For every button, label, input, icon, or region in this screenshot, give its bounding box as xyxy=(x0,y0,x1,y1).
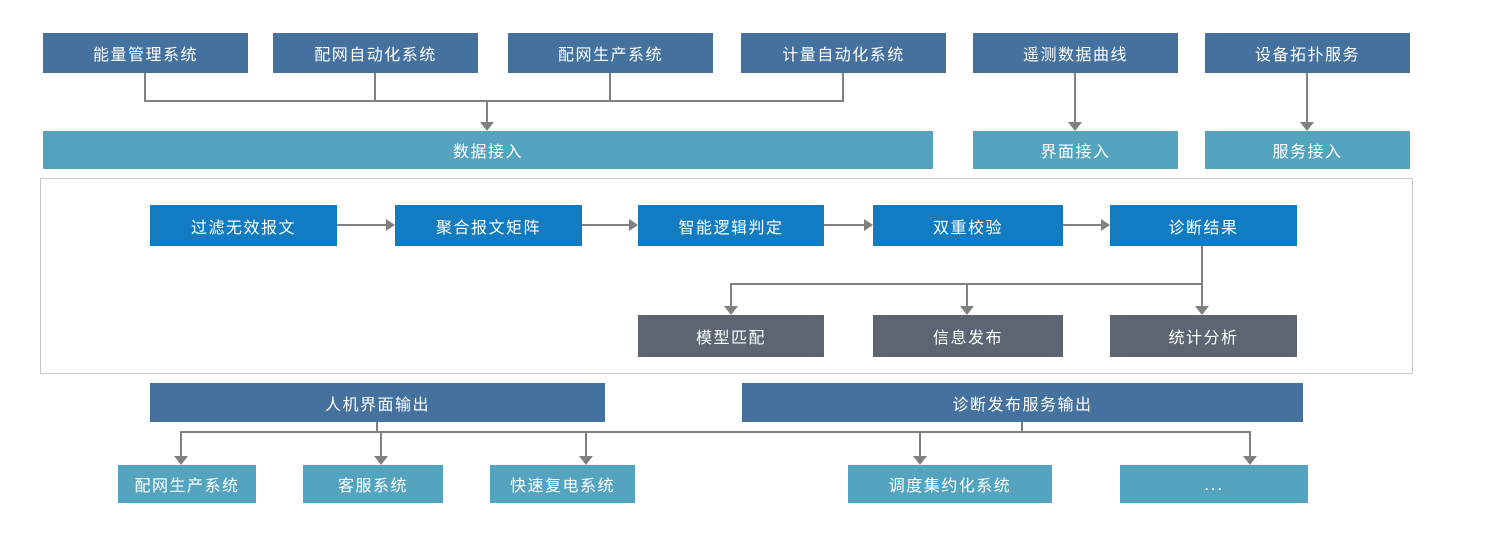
arrow-right-icon xyxy=(629,219,638,231)
arrow-down-icon xyxy=(913,456,927,465)
node-consumer-customer-service: 客服系统 xyxy=(303,465,443,503)
node-source-device-topology: 设备拓扑服务 xyxy=(1205,33,1410,73)
connector-consumer3-drop xyxy=(585,431,587,456)
node-source-dist-automation: 配网自动化系统 xyxy=(273,33,478,73)
node-statistical-analysis: 统计分析 xyxy=(1110,315,1297,357)
arrow-down-icon xyxy=(724,306,738,315)
connector-info-drop xyxy=(966,283,968,306)
node-consumer-dispatch-intensive: 调度集约化系统 xyxy=(848,465,1052,503)
node-source-telemetry-curve: 遥测数据曲线 xyxy=(973,33,1178,73)
connector-pipe-4-5 xyxy=(1063,224,1101,226)
node-intelligent-logic-judgment: 智能逻辑判定 xyxy=(638,205,824,246)
connector-consumer1-drop xyxy=(180,431,182,456)
connector-hmi-stub xyxy=(376,422,378,433)
node-aggregate-message-matrix: 聚合报文矩阵 xyxy=(395,205,582,246)
node-double-verification: 双重校验 xyxy=(873,205,1063,246)
arrow-down-icon xyxy=(1195,306,1209,315)
node-filter-invalid-messages: 过滤无效报文 xyxy=(150,205,337,246)
arrow-down-icon xyxy=(960,306,974,315)
node-data-access: 数据接入 xyxy=(43,131,933,169)
arrow-down-icon xyxy=(1300,122,1314,131)
node-source-dist-production: 配网生产系统 xyxy=(508,33,713,73)
node-model-matching: 模型匹配 xyxy=(638,315,824,357)
arrow-down-icon xyxy=(374,456,388,465)
node-source-energy-mgmt: 能量管理系统 xyxy=(43,33,248,73)
connector-data-access-drop xyxy=(486,100,488,122)
node-consumer-dist-production: 配网生产系统 xyxy=(118,465,256,503)
connector-consumers-bus xyxy=(180,431,1251,433)
node-diagnosis-publish-service-output: 诊断发布服务输出 xyxy=(742,383,1303,422)
connector-model-drop xyxy=(730,283,732,306)
connector-diagnosis-stub xyxy=(1201,246,1203,285)
node-consumer-fast-power-restore: 快速复电系统 xyxy=(490,465,635,503)
connector-src3-stub xyxy=(609,73,611,102)
arrow-right-icon xyxy=(386,219,395,231)
connector-pipe-2-3 xyxy=(582,224,629,226)
node-information-publishing: 信息发布 xyxy=(873,315,1063,357)
connector-stats-drop xyxy=(1201,283,1203,306)
arrow-right-icon xyxy=(864,219,873,231)
node-ui-access: 界面接入 xyxy=(973,131,1178,169)
connector-pipe-1-2 xyxy=(337,224,386,226)
node-diagnosis-result: 诊断结果 xyxy=(1110,205,1297,246)
connector-sources-bus xyxy=(144,100,844,102)
arrow-down-icon xyxy=(480,122,494,131)
connector-src1-stub xyxy=(144,73,146,102)
node-consumer-more: ... xyxy=(1120,465,1308,503)
connector-publish-stub xyxy=(1021,422,1023,433)
connector-consumer2-drop xyxy=(380,431,382,456)
node-service-access: 服务接入 xyxy=(1205,131,1410,169)
connector-src2-stub xyxy=(374,73,376,102)
connector-pipe-3-4 xyxy=(824,224,864,226)
arrow-right-icon xyxy=(1101,219,1110,231)
arrow-down-icon xyxy=(1243,456,1257,465)
node-hmi-output: 人机界面输出 xyxy=(150,383,605,422)
arrow-down-icon xyxy=(174,456,188,465)
arrow-down-icon xyxy=(579,456,593,465)
connector-consumer4-drop xyxy=(919,431,921,456)
connector-telemetry-drop xyxy=(1074,73,1076,122)
connector-src4-stub xyxy=(842,73,844,102)
connector-topology-drop xyxy=(1306,73,1308,122)
node-source-metering-automation: 计量自动化系统 xyxy=(741,33,946,73)
arrow-down-icon xyxy=(1068,122,1082,131)
connector-consumer5-drop xyxy=(1249,431,1251,456)
